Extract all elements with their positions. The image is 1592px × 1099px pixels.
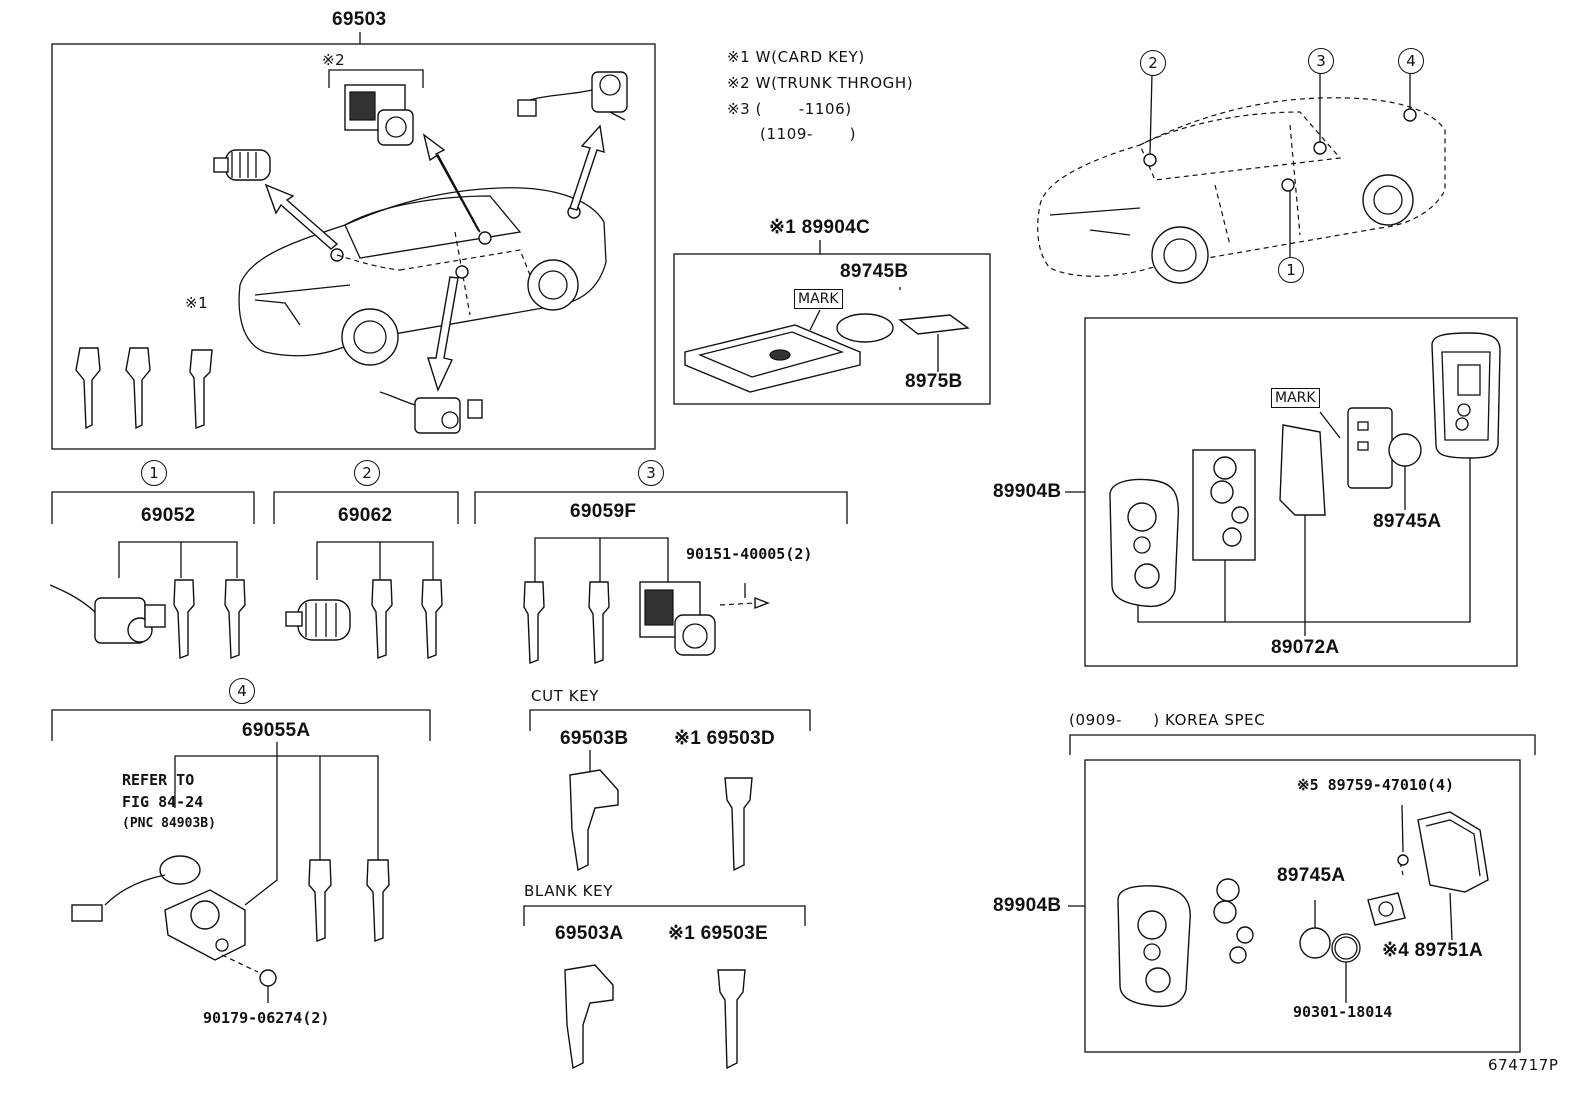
part-69062 [285,579,443,659]
part-blank-keys [564,964,746,1070]
label-korea-spec: (0909- ) KOREA SPEC [1069,711,1266,729]
part-trunk-cylinder [517,71,628,121]
label-refer-pnc: (PNC 84903B) [122,816,216,831]
note-2: ※2 W(TRUNK THROGH) [727,74,914,92]
part-89904B-upper [1109,332,1501,636]
callout-2-right: 2 [1140,50,1166,76]
callout-3-right: 3 [1308,48,1334,74]
label-refer-to: REFER TO [122,771,195,789]
bracket-69055A [51,709,431,741]
car-illustration-left [238,187,607,366]
label-69503E: ※1 69503E [668,923,768,944]
car-illustration-right [1037,72,1446,284]
bracket-korea [1069,734,1536,755]
note-3a: ※3 ( -1106) [727,100,852,118]
label-69055A: 69055A [242,720,311,741]
callout-3: 3 [638,460,664,486]
callout-2: 2 [354,460,380,486]
bracket-cut-key [529,709,811,731]
bracket-69052 [51,491,255,524]
note-3b: (1109- ) [760,125,857,143]
part-69059F [523,581,770,664]
label-89072A: 89072A [1271,637,1340,658]
mark-label-card: MARK [794,289,843,309]
box-89904C [673,253,991,405]
part-69055A [71,855,390,1003]
coin-battery-89745B [836,287,901,343]
insulator-8975B [898,314,970,372]
callout-4-right: 4 [1398,48,1424,74]
label-90301: 90301-18014 [1293,1003,1393,1021]
key-fobs-left [75,347,213,430]
part-69052 [49,579,246,659]
figure-id: 674717P [1488,1056,1559,1074]
bracket-69059F [474,491,848,524]
label-89745A-lower: 89745A [1277,865,1346,886]
label-mark-2: ※2 [322,51,346,69]
part-door-lock-cylinder [379,391,483,434]
callout-4: 4 [229,678,255,704]
label-90151: 90151-40005(2) [686,545,813,563]
card-key [684,309,861,393]
label-90179: 90179-06274(2) [203,1009,330,1027]
label-89759: ※5 89759-47010(4) [1297,776,1455,794]
part-cut-keys [569,750,753,872]
callout-1-right: 1 [1278,257,1304,283]
label-cut-key: CUT KEY [531,687,600,705]
label-refer-fig: FIG 84-24 [122,793,204,811]
label-89751A: ※4 89751A [1382,940,1484,961]
label-89904C: ※1 89904C [769,217,871,238]
part-89904B-lower [1117,804,1489,1008]
label-69052: 69052 [141,505,196,526]
label-89745A-upper: 89745A [1373,511,1442,532]
note-1: ※1 W(CARD KEY) [727,48,865,66]
label-69059F: 69059F [570,501,637,522]
label-89745B: 89745B [840,261,909,282]
label-69503D: ※1 69503D [674,728,776,749]
label-69503B: 69503B [560,728,629,749]
label-8975B: 8975B [905,371,963,392]
label-89904B-upper: 89904B [993,481,1062,502]
callout-1: 1 [141,460,167,486]
label-69503: 69503 [332,9,387,30]
label-69503A: 69503A [555,923,624,944]
label-69062: 69062 [338,505,393,526]
label-89904B-lower: 89904B [993,895,1062,916]
mark-label-fob: MARK [1271,388,1320,408]
bracket-blank-key [523,905,806,926]
box-69503 [51,43,656,450]
arrows-left [264,124,605,392]
bracket-69062 [273,491,459,524]
label-mark-1: ※1 [185,294,209,312]
part-trunk-switch [344,84,414,146]
part-cylinder-top-left [213,149,271,181]
label-blank-key: BLANK KEY [524,882,613,900]
